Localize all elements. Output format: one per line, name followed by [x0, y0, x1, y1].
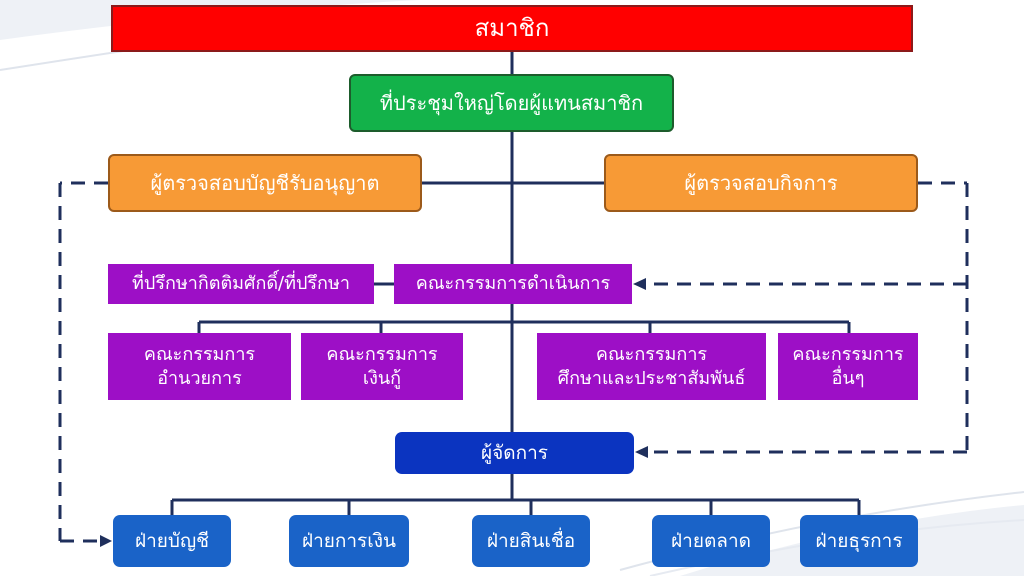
dept-marketing-label: ฝ่ายตลาด [671, 529, 751, 552]
committee-other-line1: คณะกรรมการ [792, 344, 904, 366]
manager-box: ผู้จัดการ [395, 432, 634, 474]
manager-label: ผู้จัดการ [481, 441, 548, 464]
licensed-auditor-box: ผู้ตรวจสอบบัญชีรับอนุญาต [108, 154, 422, 212]
business-auditor-label: ผู้ตรวจสอบกิจการ [684, 171, 838, 195]
board-of-directors-box: คณะกรรมการดำเนินการ [394, 264, 632, 304]
committee-admin-box: คณะกรรมการ อำนวยการ [108, 333, 291, 400]
advisor-box: ที่ปรึกษากิตติมศักดิ์/ที่ปรึกษา [108, 264, 374, 304]
committee-education-line2: ศึกษาและประชาสัมพันธ์ [557, 367, 746, 389]
dept-general-admin-label: ฝ่ายธุรการ [815, 529, 903, 552]
committee-loan-box: คณะกรรมการ เงินกู้ [301, 333, 463, 400]
dept-finance-label: ฝ่ายการเงิน [301, 529, 397, 552]
committee-education-box: คณะกรรมการ ศึกษาและประชาสัมพันธ์ [537, 333, 766, 400]
committee-admin-line1: คณะกรรมการ [143, 344, 256, 366]
committee-other-line2: อื่นๆ [831, 367, 865, 389]
dept-accounting-label: ฝ่ายบัญชี [134, 529, 210, 552]
general-assembly-box: ที่ประชุมใหญ่โดยผู้แทนสมาชิก [349, 74, 674, 132]
members-label: สมาชิก [474, 13, 550, 42]
advisor-label: ที่ปรึกษากิตติมศักดิ์/ที่ปรึกษา [132, 273, 350, 295]
committee-education-line1: คณะกรรมการ [595, 344, 708, 366]
committee-loan-line1: คณะกรรมการ [326, 344, 438, 366]
dept-marketing-box: ฝ่ายตลาด [652, 515, 770, 567]
business-auditor-box: ผู้ตรวจสอบกิจการ [604, 154, 918, 212]
members-box: สมาชิก [111, 5, 913, 52]
general-assembly-label: ที่ประชุมใหญ่โดยผู้แทนสมาชิก [379, 91, 644, 115]
board-label: คณะกรรมการดำเนินการ [415, 273, 611, 295]
committee-loan-line2: เงินกู้ [362, 367, 402, 389]
licensed-auditor-label: ผู้ตรวจสอบบัญชีรับอนุญาต [150, 171, 380, 195]
dept-accounting-box: ฝ่ายบัญชี [113, 515, 231, 567]
dept-credit-label: ฝ่ายสินเชื่อ [486, 529, 576, 552]
committee-admin-line2: อำนวยการ [157, 367, 242, 389]
committee-other-box: คณะกรรมการ อื่นๆ [778, 333, 918, 400]
dept-credit-box: ฝ่ายสินเชื่อ [472, 515, 590, 567]
dept-general-admin-box: ฝ่ายธุรการ [800, 515, 918, 567]
dept-finance-box: ฝ่ายการเงิน [289, 515, 409, 567]
